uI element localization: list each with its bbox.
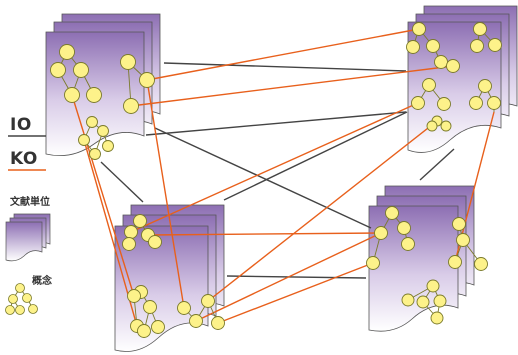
concept-node: [456, 233, 470, 247]
ko-link: [147, 232, 382, 236]
concept-node: [422, 78, 436, 92]
io-link: [145, 111, 407, 136]
concept-node: [120, 54, 136, 70]
concept-node: [397, 221, 411, 235]
concept-node: [473, 22, 487, 36]
concept-node: [177, 301, 191, 315]
concept-node: [123, 98, 139, 114]
ko-link: [130, 102, 419, 233]
concept-node: [488, 38, 502, 52]
concept-node: [434, 55, 448, 69]
io-link: [226, 275, 367, 279]
concept-node: [416, 295, 430, 309]
concept-node: [137, 324, 151, 338]
concept-node: [478, 79, 492, 93]
concept-node: [97, 125, 109, 137]
ko-link: [195, 232, 382, 322]
concept-node: [426, 279, 440, 293]
io-link: [100, 161, 144, 203]
concept-node: [426, 120, 438, 132]
ko-links: [71, 28, 495, 327]
concept-node: [446, 59, 460, 73]
ko-link: [217, 262, 374, 324]
concept-node: [430, 311, 444, 325]
legend-ko-label: KO: [10, 149, 38, 169]
ko-link: [207, 120, 438, 302]
concept-node: [122, 237, 136, 251]
concept-node: [124, 225, 138, 239]
legend-concept-label: 概念: [32, 276, 52, 287]
concept-node: [189, 314, 203, 328]
concept-node: [406, 40, 420, 54]
concept-tree-icon: [5, 283, 38, 315]
concept-node: [448, 255, 462, 269]
concept-node: [401, 237, 415, 251]
concept-node: [366, 256, 380, 270]
concept-node: [133, 214, 147, 228]
concept-node: [487, 96, 501, 110]
concept-node: [385, 206, 399, 220]
concept-node: [437, 97, 451, 111]
io-link: [154, 127, 372, 229]
io-links: [100, 62, 455, 279]
concept-node: [469, 96, 483, 110]
concept-node: [433, 294, 447, 308]
concept-node: [452, 217, 466, 231]
concept-node: [89, 148, 101, 160]
concept-node: [143, 300, 157, 314]
legend-io-label: IO: [10, 115, 32, 135]
concept-node: [139, 72, 155, 88]
io-link: [419, 148, 455, 181]
concept-node: [102, 140, 114, 152]
io-link: [163, 62, 407, 72]
concept-node: [73, 62, 89, 78]
concept-node: [86, 87, 102, 103]
concept-node: [426, 39, 440, 53]
concept-node: [211, 316, 225, 330]
legend-document-unit-label: 文献単位: [10, 197, 50, 208]
concept-nodes: [50, 22, 502, 338]
concept-node: [78, 134, 90, 146]
document-stack-icon: [5, 213, 51, 262]
concept-node: [151, 320, 165, 334]
concept-node: [201, 294, 215, 308]
concept-node: [401, 293, 415, 307]
concept-node: [440, 120, 452, 132]
concept-node: [412, 22, 426, 36]
ko-link: [71, 94, 135, 297]
concept-node: [474, 257, 488, 271]
concept-node: [64, 87, 80, 103]
ko-link: [146, 79, 185, 309]
concept-node: [411, 96, 425, 110]
concept-node: [470, 39, 484, 53]
concept-node: [86, 116, 98, 128]
concept-node: [50, 62, 66, 78]
concept-node: [59, 44, 75, 60]
ko-link: [146, 28, 420, 81]
io-link: [223, 111, 408, 201]
ko-link: [130, 65, 454, 107]
concept-node: [148, 235, 162, 249]
concept-node: [374, 226, 388, 240]
concept-node: [127, 289, 141, 303]
